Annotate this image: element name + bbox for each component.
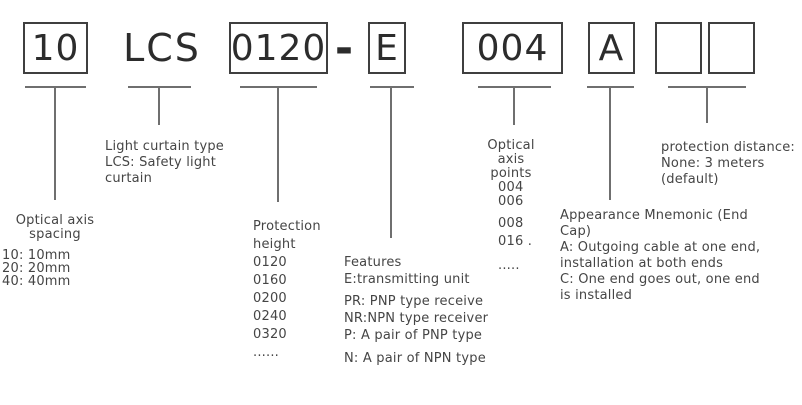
label-line: is installed [560, 288, 633, 303]
label-line: Protection [253, 219, 321, 234]
label-protection-distance: protection distance: None: 3 meters (def… [661, 140, 795, 188]
label-line: PR: PNP type receive [344, 294, 484, 309]
label-light-curtain-type: Light curtain type LCS: Safety light cur… [105, 139, 224, 187]
label-line: height [253, 237, 296, 252]
label-line: 40: 40mm [2, 274, 71, 289]
label-line: P: A pair of PNP type [344, 328, 483, 343]
label-line: 0160 [253, 273, 287, 288]
label-line: A: Outgoing cable at one end, [560, 240, 761, 255]
label-line: Light curtain type [105, 139, 224, 154]
label-line: C: One end goes out, one end [560, 272, 760, 287]
label-line: curtain [105, 171, 153, 186]
label-line: ...... [253, 345, 279, 360]
label-line: 016 . [498, 234, 533, 249]
segment-box-spacing: 10 [23, 22, 88, 74]
label-features: Features E:transmitting unit PR: PNP typ… [344, 254, 488, 367]
label-line: 0120 [253, 255, 287, 270]
label-optical-axis-spacing: Optical axis spacing 10: 10mm 20: 20mm 4… [2, 213, 108, 289]
label-optical-axis-points: Optical axis points 004 006 008 016 . ..… [472, 139, 550, 273]
label-line: protection distance: [661, 140, 796, 155]
label-protection-height: Protection height 0120 0160 0200 0240 03… [253, 218, 321, 362]
segment-box-end-cap: A [588, 22, 635, 74]
label-line: Features [344, 255, 402, 270]
label-line: installation at both ends [560, 256, 724, 271]
label-line: LCS: Safety light [105, 155, 217, 170]
segment-box-blank-2 [708, 22, 755, 74]
segment-box-blank-1 [655, 22, 702, 74]
label-line: N: A pair of NPN type [344, 351, 486, 366]
label-line: points [490, 166, 532, 181]
label-line: E:transmitting unit [344, 272, 470, 287]
label-line: 008 [498, 216, 524, 231]
label-line: Optical axis [15, 213, 95, 228]
label-line: Appearance Mnemonic (End [560, 208, 748, 223]
segment-box-features: E [368, 22, 406, 74]
label-line: 0240 [253, 309, 287, 324]
label-line: Optical axis [487, 138, 535, 167]
label-line: 0320 [253, 327, 287, 342]
label-line: NR:NPN type receiver [344, 311, 489, 326]
segment-text-series: LCS [123, 26, 201, 70]
connector-vline [390, 86, 392, 238]
separator-dash: - [334, 22, 354, 74]
label-line: 004 [498, 180, 524, 195]
connector-vline [158, 86, 160, 125]
label-line: spacing [29, 227, 81, 242]
connector-vline [54, 86, 56, 200]
label-line: Cap) [560, 224, 592, 239]
label-line: 0200 [253, 291, 287, 306]
label-line: None: 3 meters [661, 156, 765, 171]
label-appearance-mnemonic: Appearance Mnemonic (End Cap) A: Outgoin… [560, 208, 802, 304]
label-line: ..... [498, 258, 520, 273]
segment-box-optical-axis-points: 004 [462, 22, 563, 74]
connector-vline [277, 86, 279, 202]
segment-box-protection-height: 0120 [229, 22, 328, 74]
connector-vline [609, 86, 611, 200]
connector-hline [370, 86, 414, 88]
connector-vline [706, 86, 708, 123]
label-line: 006 [498, 194, 524, 209]
label-line: 10: 10mm [2, 248, 71, 263]
label-line: (default) [661, 172, 719, 187]
connector-vline [513, 86, 515, 125]
label-line: 20: 20mm [2, 261, 71, 276]
